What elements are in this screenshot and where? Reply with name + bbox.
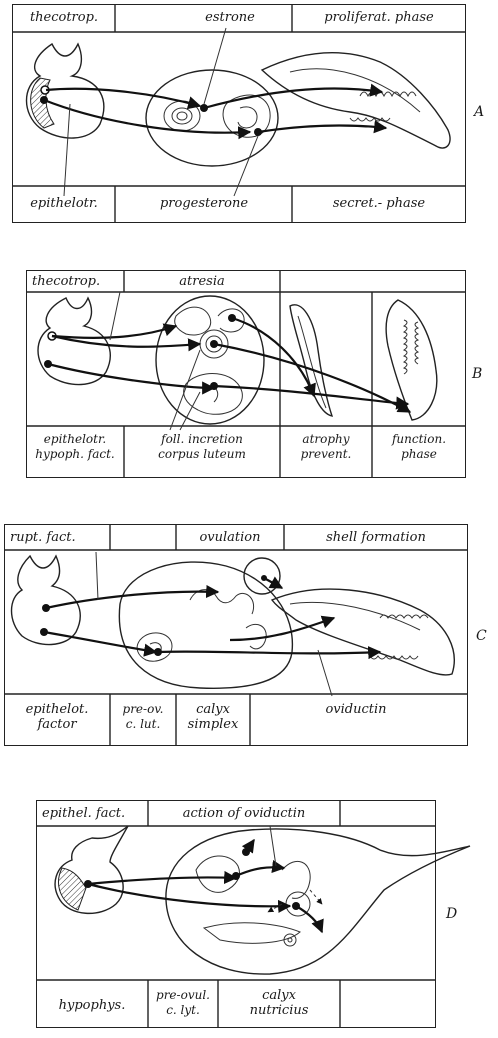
pituitary-d — [55, 826, 128, 913]
panel-d-bottom-label-1: hypophys. — [38, 998, 146, 1013]
ovary-d — [166, 829, 470, 974]
panel-d-top-label-1: epithel. fact. — [38, 806, 148, 821]
panel-d-letter: D — [446, 906, 457, 922]
panel-d-top-label-2: action of oviductin — [150, 806, 338, 821]
panel-d-bottom-label-2: pre-ovul. c. lyt. — [150, 988, 216, 1018]
panel-d-bottom-label-3: calyx nutricius — [220, 988, 338, 1018]
